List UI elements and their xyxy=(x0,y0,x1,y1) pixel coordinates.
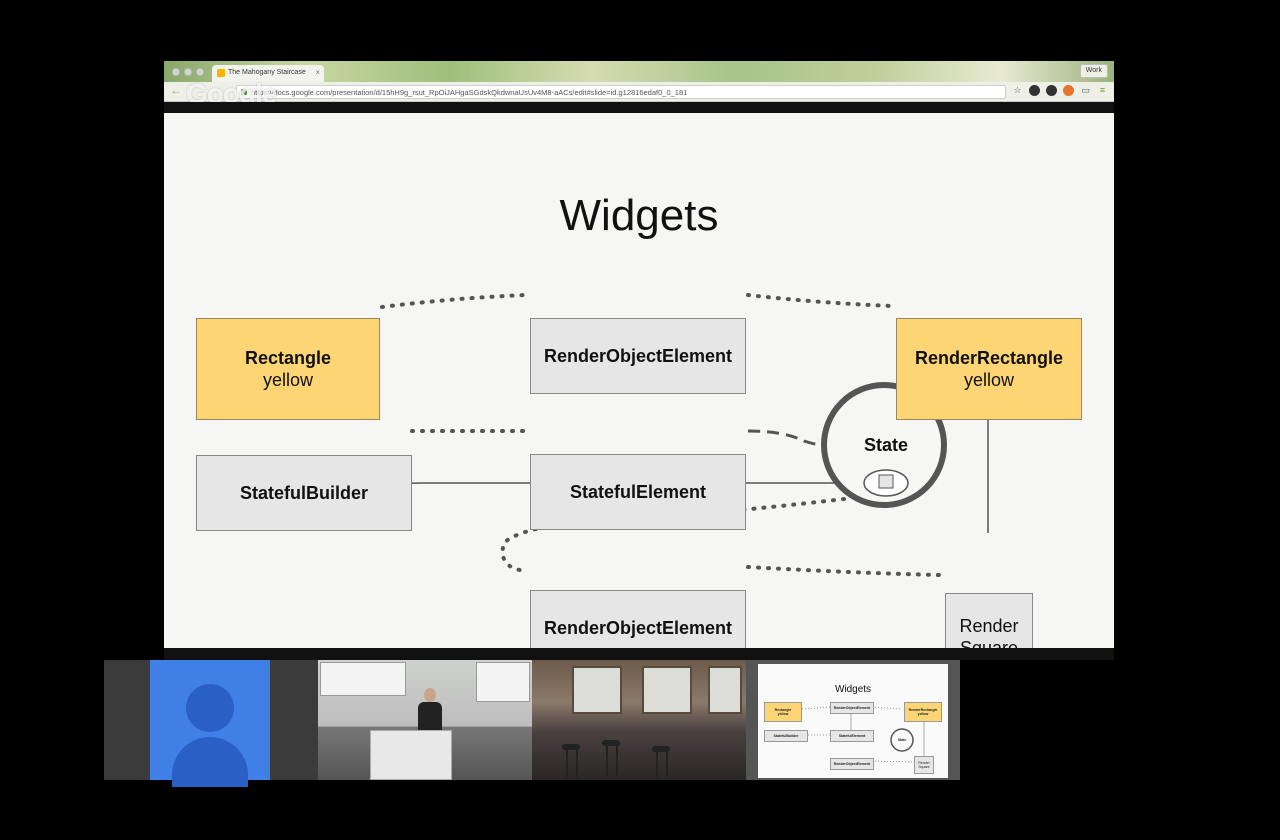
window-close-button[interactable] xyxy=(172,68,180,76)
browser-tab[interactable]: The Mahogany Staircase × xyxy=(212,65,324,82)
participant-strip: Widgets Rectangle yellow RenderObjectEle… xyxy=(104,660,1174,787)
room-screen-right xyxy=(476,662,530,702)
bar-stool xyxy=(562,744,580,750)
mini-label: Square xyxy=(918,765,930,769)
render-rectangle-box: RenderRectangle yellow xyxy=(896,318,1082,420)
menu-icon[interactable]: ≡ xyxy=(1099,85,1106,95)
mini-render-rectangle-box: RenderRectangle yellow xyxy=(904,702,942,722)
avatar xyxy=(150,660,270,787)
stateful-element-box: StatefulElement xyxy=(530,454,746,530)
browser-toolbar: ← https://docs.google.com/presentation/d… xyxy=(164,78,1114,109)
window-maximize-button[interactable] xyxy=(196,68,204,76)
participant-thumbnail-speaker[interactable] xyxy=(318,660,532,780)
rectangle-widget-box: Rectangle yellow xyxy=(196,318,380,420)
stool-leg xyxy=(606,744,608,776)
stool-leg xyxy=(576,748,578,778)
mini-label: Render xyxy=(918,761,930,765)
mini-state-label: State xyxy=(894,736,910,744)
shared-browser-window: The Mahogany Staircase × Work ← https://… xyxy=(164,61,1114,681)
divider-bar xyxy=(164,648,1114,660)
mini-label: RenderObjectElement xyxy=(833,706,871,710)
mini-label: RenderObjectElement xyxy=(833,762,871,766)
heart-icon[interactable] xyxy=(1063,85,1074,96)
room-screen-left xyxy=(320,662,406,696)
profile-badge[interactable]: Work xyxy=(1079,64,1108,78)
participant-thumbnail-presentation[interactable]: Widgets Rectangle yellow RenderObjectEle… xyxy=(746,660,960,780)
stool-leg xyxy=(616,744,618,776)
room-window xyxy=(642,666,692,714)
mini-label: StatefulBuilder xyxy=(773,734,799,738)
mini-render-square-box: Render Square xyxy=(914,756,934,774)
box-title: RenderRectangle xyxy=(914,348,1064,368)
star-icon[interactable]: ☆ xyxy=(1013,85,1022,95)
stateful-builder-box: StatefulBuilder xyxy=(196,455,412,531)
mini-label: State xyxy=(897,738,907,742)
participant-thumbnail-room[interactable] xyxy=(532,660,746,780)
speaker-head xyxy=(424,688,436,702)
render-object-element-box-top: RenderObjectElement xyxy=(530,318,746,394)
box-title: StatefulElement xyxy=(569,482,707,502)
tab-close-icon[interactable]: × xyxy=(315,68,320,77)
back-arrow-icon[interactable]: ← xyxy=(170,83,182,97)
shield-icon[interactable] xyxy=(1029,85,1040,96)
box-title: RenderObjectElement xyxy=(543,346,733,366)
mini-rectangle-box: Rectangle yellow xyxy=(764,702,802,722)
slides-icon xyxy=(217,69,225,77)
mini-slide: Widgets Rectangle yellow RenderObjectEle… xyxy=(758,664,948,778)
podium xyxy=(370,730,452,780)
lock-icon xyxy=(241,89,247,95)
mini-render-object-element-box-bottom: RenderObjectElement xyxy=(830,758,874,770)
stool-leg xyxy=(666,750,668,778)
box-title: Rectangle xyxy=(244,348,332,368)
person-icon-body xyxy=(172,737,248,787)
participant-thumbnail-avatar[interactable] xyxy=(104,660,318,787)
divider-bar xyxy=(164,102,1114,113)
box-subtitle: yellow xyxy=(262,370,314,390)
window-minimize-button[interactable] xyxy=(184,68,192,76)
box-subtitle: yellow xyxy=(963,370,1015,390)
extension-icon[interactable] xyxy=(1046,85,1057,96)
stool-leg xyxy=(566,748,568,778)
presentation-slide: Widgets Rectangle yellow RenderObjectEle… xyxy=(164,113,1114,681)
tab-strip: The Mahogany Staircase × Work xyxy=(164,61,1114,82)
mini-stateful-element-box: StatefulElement xyxy=(830,730,874,742)
box-title: StatefulBuilder xyxy=(239,483,368,503)
toolbar-icons: ☆ ▭ ≡ xyxy=(1012,85,1108,96)
mini-stateful-builder-box: StatefulBuilder xyxy=(764,730,808,742)
tab-title: The Mahogany Staircase xyxy=(228,69,306,76)
mini-label: RenderRectangle xyxy=(908,708,938,712)
person-icon xyxy=(186,684,234,732)
stool-leg xyxy=(656,750,658,778)
slide-title: Widgets xyxy=(559,191,719,240)
mini-label: Rectangle xyxy=(774,708,792,712)
mini-slide-title: Widgets xyxy=(834,684,872,695)
mini-label: StatefulElement xyxy=(838,734,866,738)
room-window xyxy=(708,666,742,714)
room-window xyxy=(572,666,622,714)
speaker-person xyxy=(418,688,442,738)
state-circle-label: State xyxy=(863,435,908,455)
bar-stool xyxy=(602,740,620,746)
address-bar[interactable]: https://docs.google.com/presentation/d/1… xyxy=(236,85,1006,99)
box-title: RenderObjectElement xyxy=(543,618,733,638)
mini-render-object-element-box: RenderObjectElement xyxy=(830,702,874,714)
mini-label: yellow xyxy=(777,712,789,716)
speaker-body xyxy=(418,702,442,732)
mini-connector-lines xyxy=(801,706,925,763)
screen-icon[interactable]: ▭ xyxy=(1081,85,1090,95)
mini-label: yellow xyxy=(917,712,929,716)
url-text: https://docs.google.com/presentation/d/1… xyxy=(251,88,688,97)
bar-stool xyxy=(652,746,670,752)
